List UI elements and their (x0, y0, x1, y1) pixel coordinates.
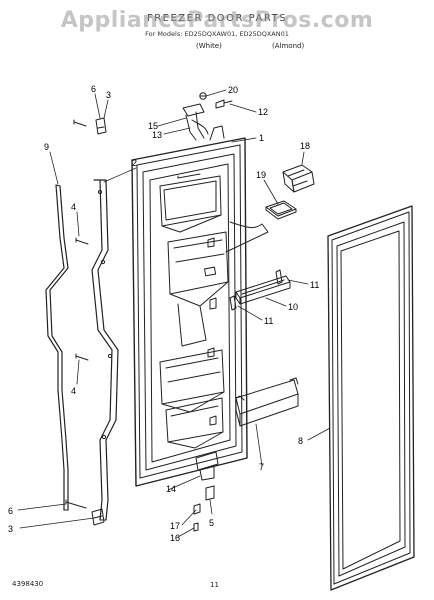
door-bin (235, 377, 299, 427)
door-gasket (327, 205, 415, 591)
drawing-id: 4398430 (12, 580, 44, 588)
callout-label: 6 (91, 84, 96, 94)
callout-label: 9 (44, 142, 49, 152)
top-hinge-assembly (182, 92, 233, 141)
wire-strip (45, 184, 69, 511)
page-number: 11 (210, 581, 219, 589)
callout-label: 3 (106, 90, 111, 100)
callout-label: 11 (264, 316, 273, 326)
callout-label: 4 (71, 202, 76, 212)
callout-label: 13 (152, 130, 162, 140)
callout-label: 12 (258, 107, 268, 117)
color-white: (White) (196, 42, 222, 50)
leader-lines (17, 89, 331, 538)
callout-label: 20 (228, 85, 238, 95)
color-almond: (Almond) (272, 42, 305, 50)
callout-label: 19 (256, 170, 266, 180)
model-numbers: For Models: ED25DQXAW01, ED25DQXAN01 (145, 30, 289, 38)
callout-label: 4 (71, 386, 76, 396)
callout-label: 8 (298, 436, 303, 446)
callout-label: 18 (300, 141, 310, 151)
callout-label: 14 (166, 484, 176, 494)
shelf-retainer (229, 269, 291, 311)
callout-label: 6 (8, 506, 13, 516)
callout-label: 2 (132, 158, 137, 168)
bottom-hinge-assembly (193, 451, 219, 532)
callout-label: 7 (259, 462, 264, 472)
upper-hinge-pin (73, 117, 107, 135)
door-panel (131, 125, 248, 487)
callout-label: 15 (148, 121, 158, 131)
diagram-title: FREEZER DOOR PARTS (146, 13, 288, 24)
screws (75, 237, 89, 361)
callout-label: 3 (8, 524, 13, 534)
lower-hinge-pin (65, 499, 105, 526)
callout-label: 11 (310, 280, 319, 290)
callout-label: 17 (170, 521, 180, 531)
ice-chute (225, 164, 315, 253)
callouts: 6 3 9 2 4 4 20 12 15 13 1 18 19 11 10 11… (8, 84, 319, 543)
callout-label: 5 (209, 518, 214, 528)
callout-label: 16 (170, 533, 180, 543)
callout-label: 1 (259, 133, 264, 143)
callout-label: 10 (288, 302, 298, 312)
side-rail (91, 179, 119, 521)
